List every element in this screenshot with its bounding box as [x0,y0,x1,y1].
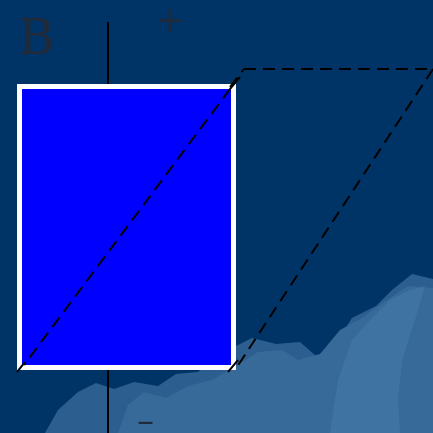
label-b: B [18,8,55,66]
corner-slash-bottom-left [16,361,26,373]
label-plus: + [155,0,185,41]
corner-slash-top-right [229,76,241,90]
mountain-ridge-highlight [330,286,425,433]
mountain-backdrop [45,274,433,433]
dashed-right-edge [234,68,433,371]
dashed-top-edge [229,68,245,88]
dashed-diagonal [23,88,231,366]
dashed-parallelogram [23,68,433,371]
label-minus: – [137,401,154,433]
corner-slash-bottom-right [227,359,239,373]
